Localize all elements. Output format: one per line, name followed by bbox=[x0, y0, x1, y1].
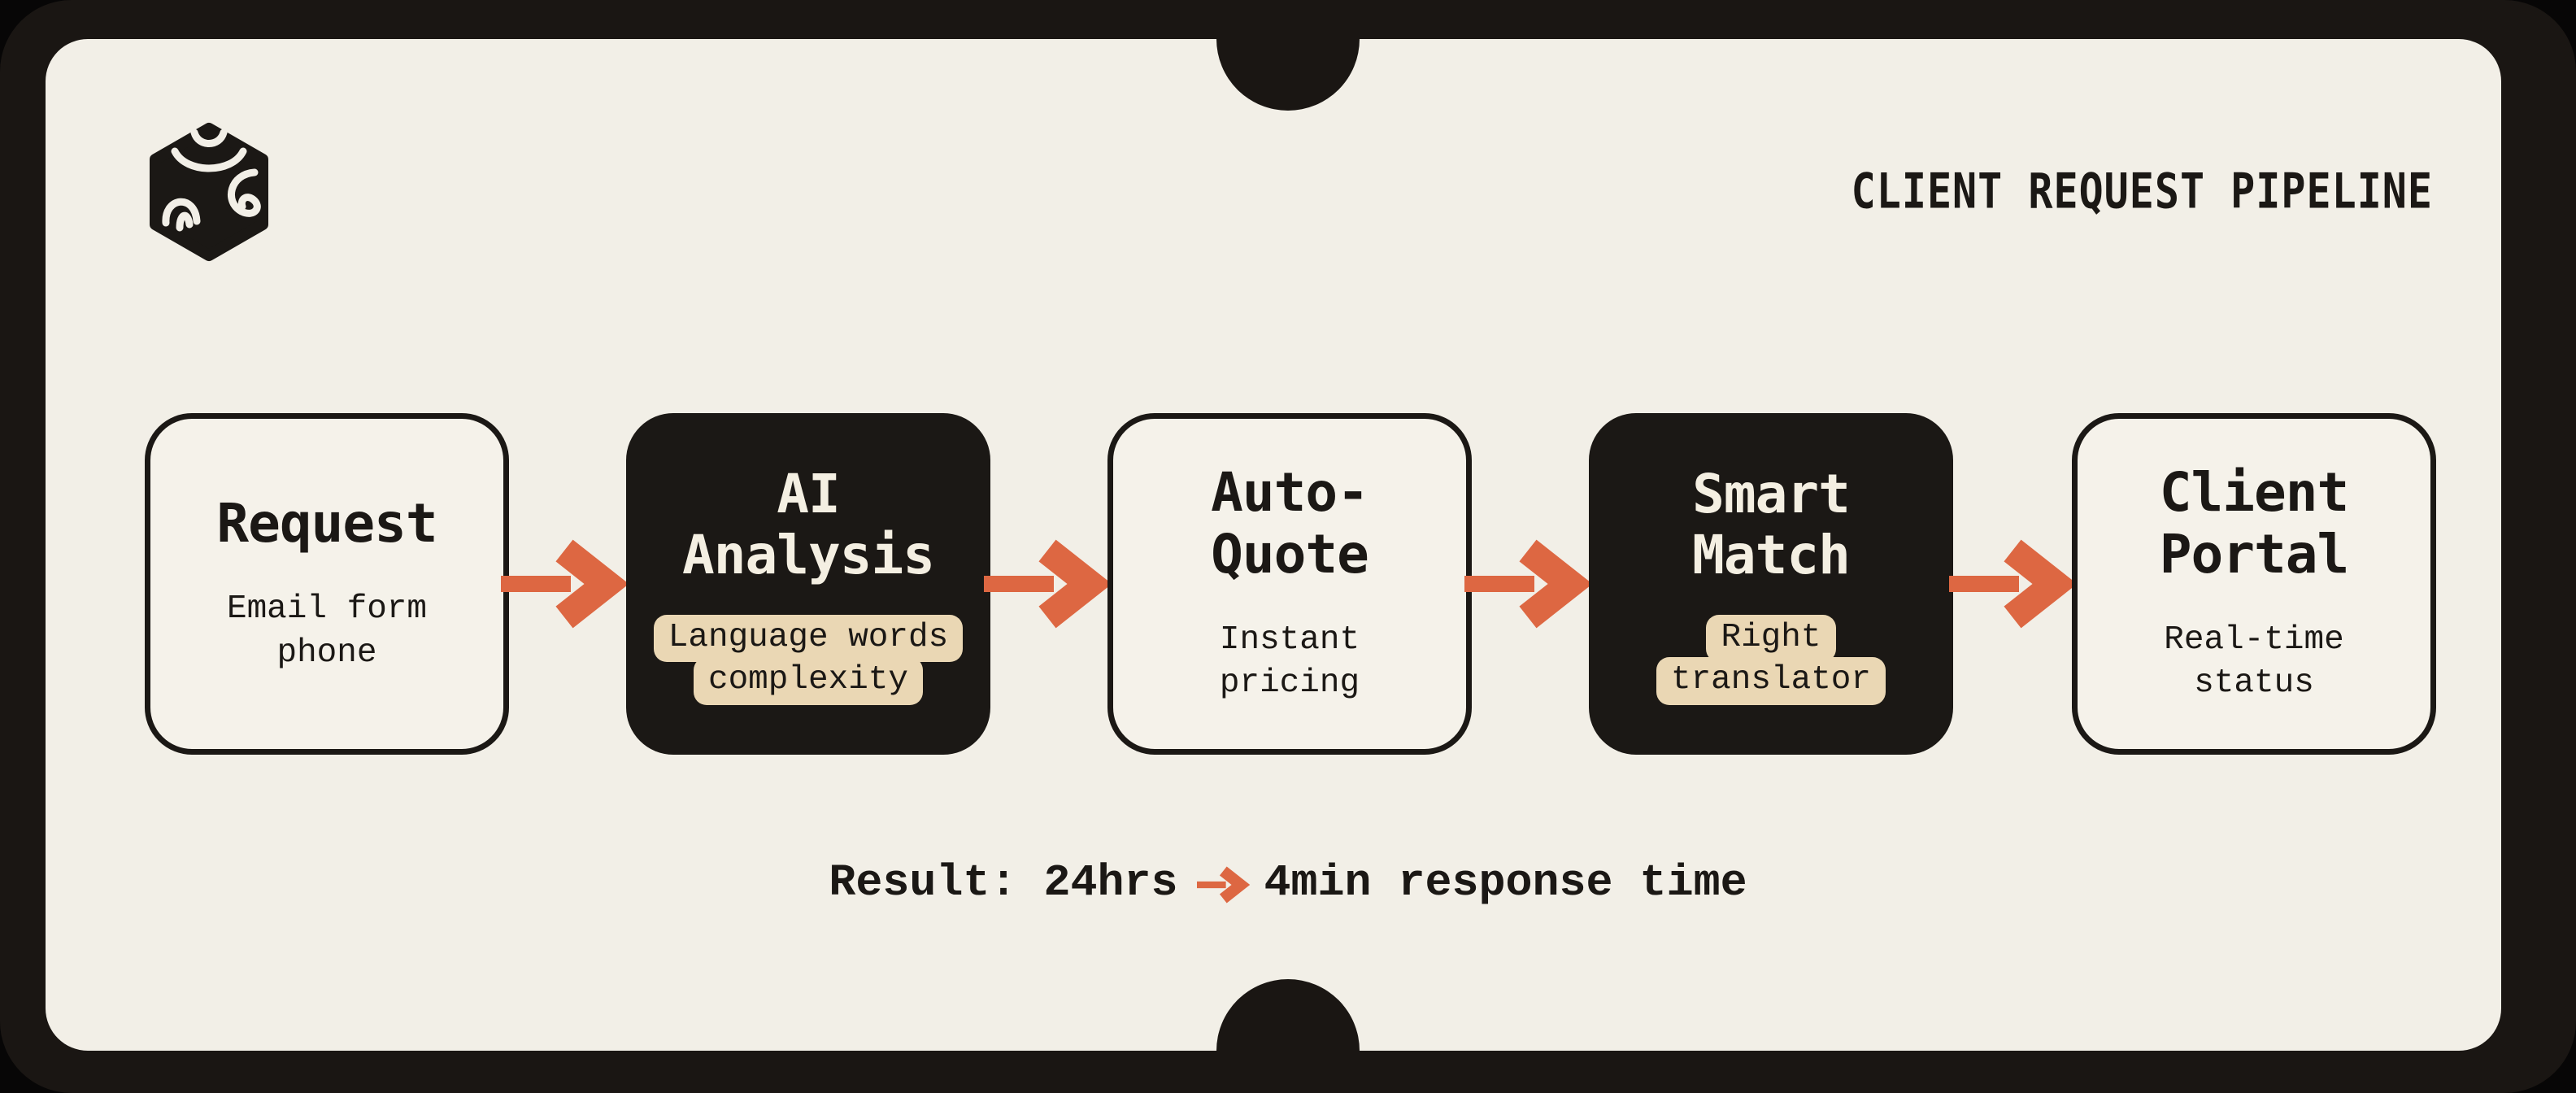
highlight-tag: Language words bbox=[653, 614, 964, 663]
step-title: AI Analysis bbox=[682, 462, 935, 586]
step-card-request: Request Email form phone bbox=[145, 413, 509, 755]
result-arrow-icon bbox=[1197, 865, 1251, 904]
highlight-tag: complexity bbox=[693, 657, 924, 705]
step-subtitle: Real-time status bbox=[2164, 621, 2344, 703]
flow-arrow-icon bbox=[984, 539, 1112, 629]
step-title: Client Portal bbox=[2159, 461, 2349, 586]
highlight-tags: Language words complexity bbox=[653, 614, 964, 705]
highlight-tag: translator bbox=[1656, 657, 1886, 705]
result-caption: Result: 24hrs 4min response time bbox=[0, 857, 2576, 908]
brand-cube-logo-icon bbox=[150, 123, 268, 261]
flow-arrow-icon bbox=[1464, 539, 1593, 629]
step-subtitle: Instant pricing bbox=[1219, 621, 1360, 703]
step-card-auto-quote: Auto- Quote Instant pricing bbox=[1107, 413, 1472, 755]
highlight-tag: Right bbox=[1706, 614, 1836, 663]
flow-arrow-icon bbox=[501, 539, 629, 629]
step-card-ai-analysis: AI Analysis Language words complexity bbox=[626, 413, 990, 755]
flow-arrow-icon bbox=[1949, 539, 2078, 629]
step-title: Smart Match bbox=[1692, 462, 1851, 586]
step-subtitle: Email form phone bbox=[226, 590, 428, 672]
result-suffix: 4min response time bbox=[1264, 857, 1747, 908]
step-title: Auto- Quote bbox=[1211, 461, 1369, 586]
step-title: Request bbox=[216, 492, 437, 555]
highlight-tags: Right translator bbox=[1656, 614, 1886, 705]
step-card-smart-match: Smart Match Right translator bbox=[1589, 413, 1953, 755]
step-card-client-portal: Client Portal Real-time status bbox=[2072, 413, 2436, 755]
result-prefix: Result: 24hrs bbox=[829, 857, 1178, 908]
poster-title: CLIENT REQUEST PIPELINE bbox=[1851, 163, 2433, 220]
